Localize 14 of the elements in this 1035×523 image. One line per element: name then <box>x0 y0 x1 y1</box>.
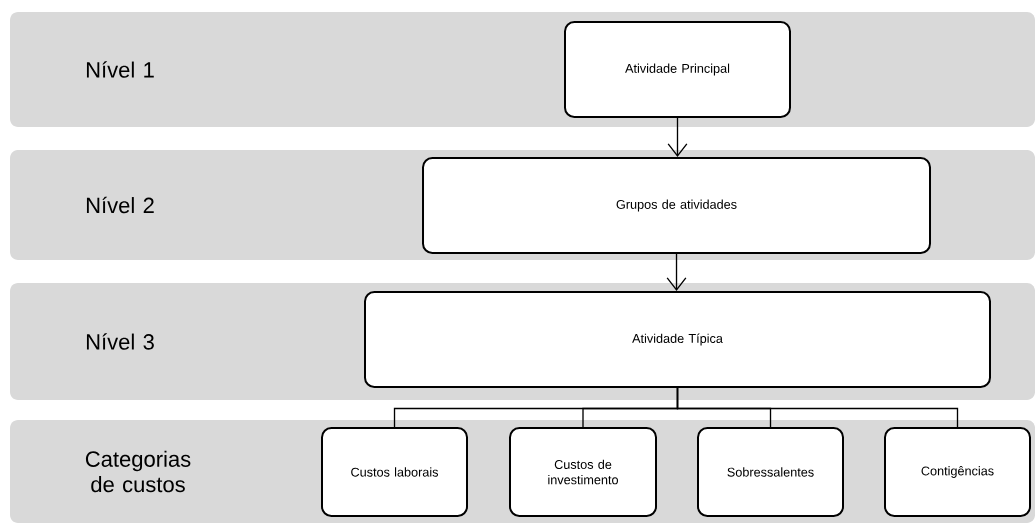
connector <box>667 117 688 157</box>
level-label: Nível 1 <box>86 61 154 78</box>
level-label: Categorias de custos <box>85 450 191 493</box>
process-box: Grupos de atividades <box>422 157 931 254</box>
process-box: Contigências <box>884 427 1031 517</box>
process-box: Custos laborais <box>321 427 468 517</box>
connector <box>666 253 687 291</box>
level-label: Nível 3 <box>86 333 154 350</box>
process-box: Atividade Principal <box>564 21 791 118</box>
process-box: Atividade Típica <box>364 291 991 388</box>
connector <box>676 387 959 428</box>
process-box: Sobressalentes <box>697 427 844 517</box>
level-label: Nível 2 <box>86 196 154 214</box>
process-box: Custos de investimento <box>509 427 657 517</box>
